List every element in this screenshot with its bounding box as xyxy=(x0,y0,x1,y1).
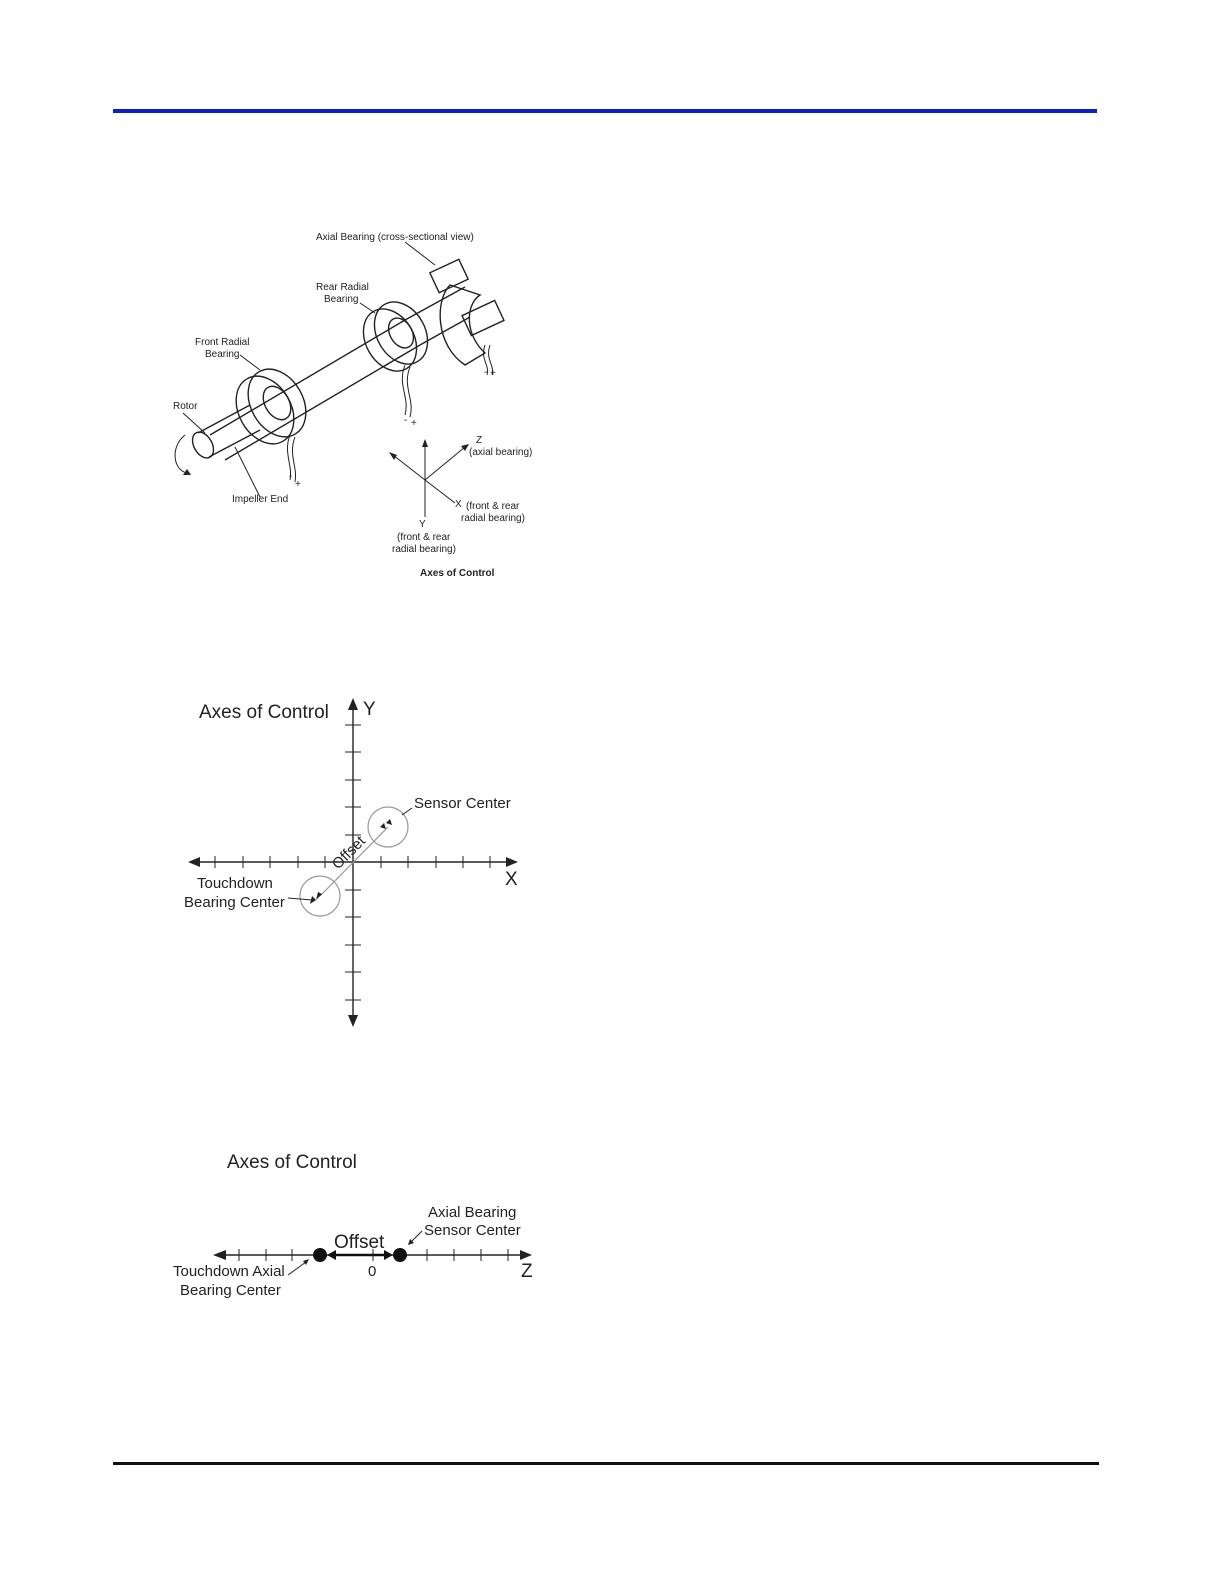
axial-plus: + xyxy=(490,368,496,379)
z-axis-arrow-left xyxy=(213,1250,226,1260)
sensor-center-point xyxy=(393,1248,407,1262)
rotor-label: Rotor xyxy=(173,401,198,412)
axial-bearing-label: Axial Bearing (cross-sectional view) xyxy=(316,232,474,243)
axis-y-desc-1: (front & rear xyxy=(397,532,451,543)
zero-label: 0 xyxy=(368,1263,376,1280)
offset-label-z: Offset xyxy=(334,1232,385,1253)
front-radial-label-1: Front Radial xyxy=(195,337,249,348)
axis-x-desc-1: (front & rear xyxy=(466,501,520,512)
touchdown-label-2: Bearing Center xyxy=(184,894,285,911)
x-axis-label: X xyxy=(505,869,518,890)
footer-rule xyxy=(113,1462,1099,1465)
front-minus: - xyxy=(289,471,292,482)
z-axis-arrow-right xyxy=(520,1250,532,1260)
z-axis-label: Z xyxy=(521,1261,533,1282)
axis-y-desc-2: radial bearing) xyxy=(392,544,456,555)
axis-z-desc: (axial bearing) xyxy=(469,447,532,458)
header-rule xyxy=(113,109,1097,113)
sensor-center-circle xyxy=(367,806,409,848)
y-axis-arrow-up xyxy=(348,698,358,710)
y-axis-arrow-down xyxy=(348,1015,358,1027)
x-axis-arrow-left xyxy=(188,857,200,867)
axis-ticks xyxy=(214,724,491,1001)
rear-plus: + xyxy=(411,418,417,429)
front-plus: + xyxy=(295,479,301,490)
x-axis-arrow-right xyxy=(506,857,518,867)
offset-line xyxy=(319,826,389,897)
sensor-center-label: Sensor Center xyxy=(414,795,511,812)
z-diagram-title: Axes of Control xyxy=(227,1152,357,1173)
axes-of-control-glyph xyxy=(389,439,469,517)
axis-x-label: X xyxy=(455,499,462,510)
rotor-bearing-illustration: Axial Bearing (cross-sectional view) Rea… xyxy=(173,232,532,579)
impeller-end-label: Impeller End xyxy=(232,494,288,505)
axis-x-desc-2: radial bearing) xyxy=(461,513,525,524)
touchdown-bearing-circle xyxy=(299,875,341,917)
touchdown-axial-label-1: Touchdown Axial xyxy=(173,1263,285,1280)
axial-sensor-label-2: Sensor Center xyxy=(424,1222,521,1239)
front-radial-label-2: Bearing xyxy=(205,349,239,360)
rear-radial-label-1: Rear Radial xyxy=(316,282,369,293)
rotor-shaft xyxy=(174,286,471,475)
axes-caption: Axes of Control xyxy=(420,568,495,579)
axial-bearing xyxy=(428,258,505,376)
z-axis-diagram: Axes of Control Offset 0 Z Axial Bearing… xyxy=(173,1152,533,1299)
axis-z-label: Z xyxy=(476,435,482,446)
xy-axes-diagram: Axes of Control Y X Offset Sensor Center… xyxy=(184,698,518,1027)
z-axis-ticks xyxy=(238,1249,509,1261)
rear-radial-bearing xyxy=(362,301,429,418)
axial-sensor-label-1: Axial Bearing xyxy=(428,1204,516,1221)
axial-minus: - xyxy=(484,367,487,378)
y-axis-label: Y xyxy=(363,699,376,720)
touchdown-axial-point xyxy=(313,1248,327,1262)
rear-minus: - xyxy=(404,415,407,426)
axis-y-label: Y xyxy=(419,519,426,530)
touchdown-axial-label-2: Bearing Center xyxy=(180,1282,281,1299)
xy-diagram-title: Axes of Control xyxy=(199,702,329,723)
rear-radial-label-2: Bearing xyxy=(324,294,358,305)
touchdown-label-1: Touchdown xyxy=(197,875,273,892)
front-radial-bearing xyxy=(235,368,307,483)
